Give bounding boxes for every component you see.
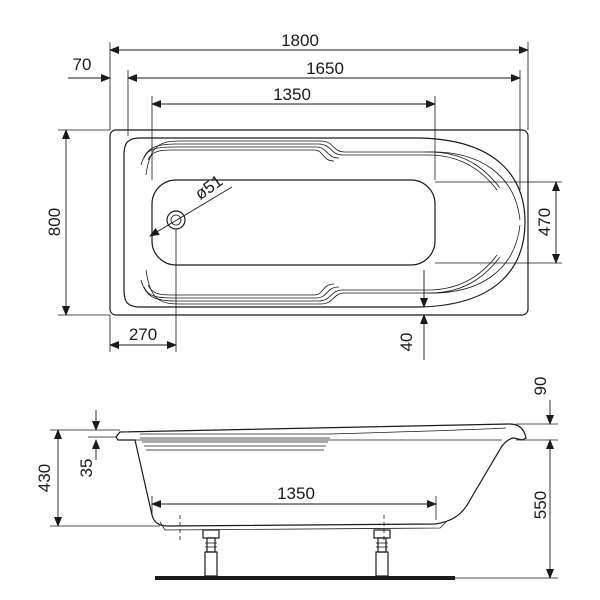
tub-inner-outline — [123, 137, 526, 308]
dim-rim-offset: 70 — [73, 55, 92, 74]
dim-height-total: 430 — [35, 464, 54, 492]
top-view — [58, 42, 562, 360]
dim-bottom-length-top: 1350 — [273, 85, 311, 104]
dim-width: 800 — [45, 208, 64, 236]
dim-wall: 40 — [397, 333, 416, 352]
tub-bottom-outline — [151, 179, 436, 266]
dim-feet-height: 550 — [531, 491, 550, 519]
side-grooves — [140, 427, 507, 451]
side-view — [50, 400, 558, 580]
drain-inner — [170, 214, 182, 226]
tub-outer-rim — [109, 129, 529, 316]
dim-inner-length: 1650 — [306, 59, 344, 78]
floor — [155, 576, 455, 580]
dim-bottom-length-side: 1350 — [277, 484, 315, 503]
dim-rim-thickness: 35 — [77, 459, 96, 478]
bottom-grooves — [140, 224, 521, 305]
dim-rim-rise: 90 — [531, 377, 550, 396]
dim-drain-offset: 270 — [129, 325, 157, 344]
top-grooves — [140, 140, 521, 221]
left-foot — [179, 515, 220, 577]
tub-side-profile — [115, 423, 527, 527]
dim-drain-diameter: ø51 — [191, 171, 226, 203]
dim-total-length: 1800 — [281, 31, 319, 50]
dim-bottom-width: 470 — [535, 208, 554, 236]
